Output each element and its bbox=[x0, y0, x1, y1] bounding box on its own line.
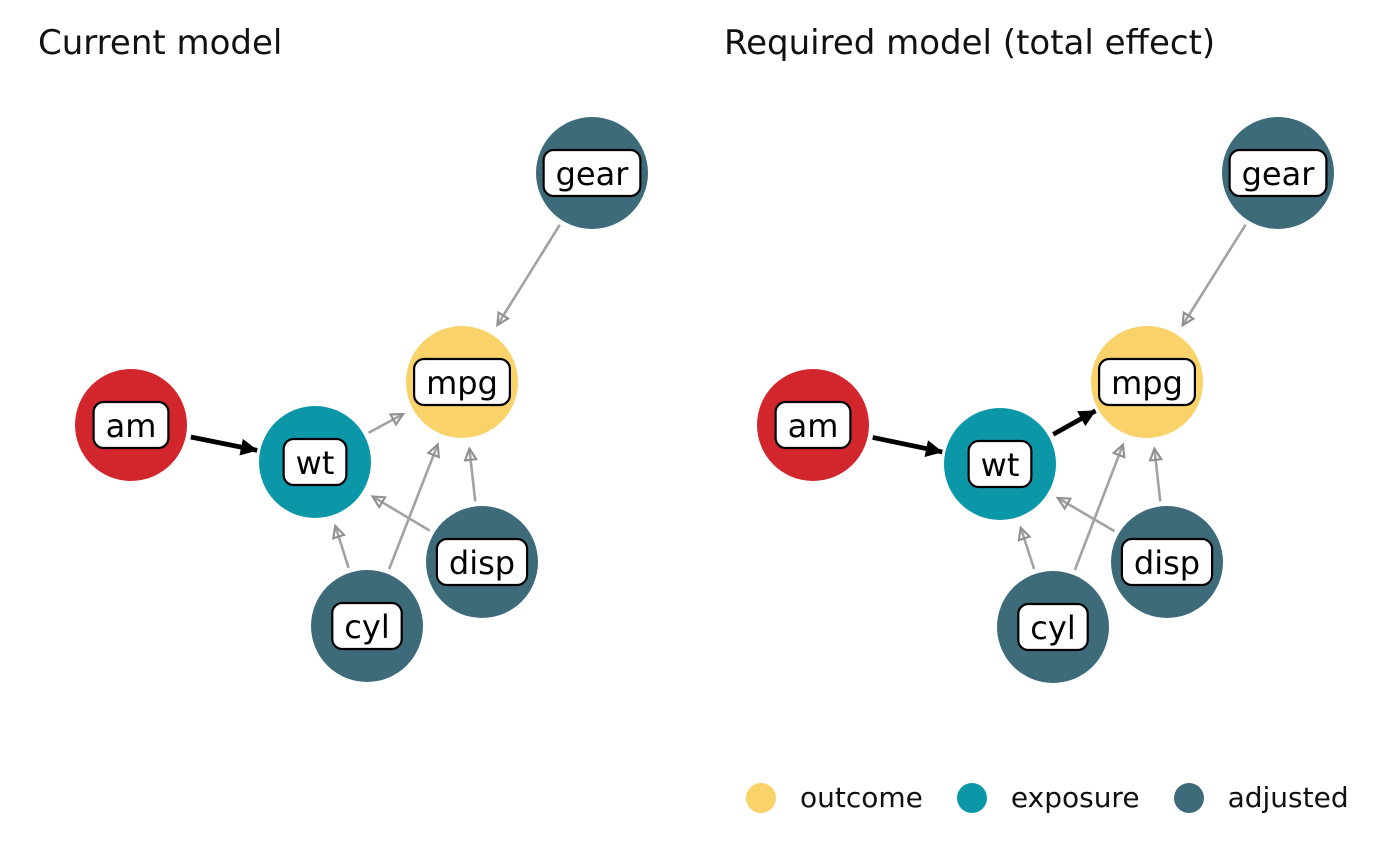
panel-required-dag: gear mpg am wt disp cyl bbox=[757, 117, 1334, 683]
node-label-cyl: cyl bbox=[1030, 609, 1075, 647]
edge-cyl-to-wt bbox=[331, 523, 350, 569]
node-am: am bbox=[75, 369, 187, 481]
edge-cyl-to-wt bbox=[1017, 525, 1036, 570]
legend-label-exposure: exposure bbox=[1010, 781, 1140, 814]
node-label-box-wt bbox=[967, 439, 1033, 489]
edge-cyl-to-mpg bbox=[387, 442, 441, 570]
node-wt: wt bbox=[259, 406, 371, 518]
edge-disp-to-wt bbox=[370, 495, 431, 532]
edge-disp-to-wt bbox=[1055, 496, 1116, 533]
legend-dot-outcome-icon bbox=[746, 782, 776, 813]
legend-dot-adjusted-icon bbox=[1173, 782, 1204, 813]
panel-title-current-model: Current model bbox=[38, 23, 283, 63]
panel-current-dag: gear mpg am wt disp cyl bbox=[75, 117, 648, 682]
legend-item-outcome: outcome bbox=[746, 781, 923, 814]
node-label-disp: disp bbox=[1134, 544, 1200, 582]
node-cyl: cyl bbox=[997, 571, 1109, 683]
legend-label-adjusted: adjusted bbox=[1227, 781, 1349, 814]
edge-cyl-to-mpg bbox=[1073, 442, 1126, 571]
node-label-disp: disp bbox=[449, 544, 515, 582]
node-label-box-disp bbox=[1120, 537, 1214, 587]
node-cyl: cyl bbox=[311, 570, 423, 682]
edge-gear-to-mpg bbox=[496, 224, 561, 328]
edge-disp-to-mpg bbox=[1148, 446, 1164, 502]
edge-am-to-wt bbox=[872, 435, 943, 457]
node-label-mpg: mpg bbox=[426, 364, 498, 402]
legend-label-outcome: outcome bbox=[800, 781, 923, 814]
edge-disp-to-mpg bbox=[463, 446, 479, 502]
node-label-gear: gear bbox=[556, 155, 630, 193]
node-mpg: mpg bbox=[1091, 326, 1203, 438]
node-wt: wt bbox=[944, 408, 1056, 520]
edge-am-to-wt bbox=[190, 434, 258, 456]
node-label-box-mpg bbox=[413, 357, 511, 407]
legend-dot-exposure-icon bbox=[956, 782, 987, 813]
node-label-box-am bbox=[774, 400, 852, 450]
node-label-box-cyl bbox=[331, 601, 403, 651]
node-mpg: mpg bbox=[406, 326, 518, 438]
edge-wt-to-mpg bbox=[367, 412, 406, 434]
node-label-box-gear bbox=[542, 148, 642, 198]
node-label-mpg: mpg bbox=[1111, 364, 1183, 402]
node-label-wt: wt bbox=[296, 444, 335, 482]
node-label-box-am bbox=[92, 400, 170, 450]
node-label-box-gear bbox=[1228, 148, 1328, 198]
node-gear: gear bbox=[536, 117, 648, 229]
node-label-box-cyl bbox=[1017, 602, 1089, 652]
node-label-gear: gear bbox=[1242, 155, 1316, 193]
legend-item-adjusted: adjusted bbox=[1173, 781, 1349, 814]
node-label-box-mpg bbox=[1098, 357, 1196, 407]
node-label-am: am bbox=[106, 407, 157, 445]
node-label-cyl: cyl bbox=[344, 608, 389, 646]
edge-gear-to-mpg bbox=[1181, 223, 1247, 328]
node-label-wt: wt bbox=[981, 446, 1020, 484]
node-gear: gear bbox=[1222, 117, 1334, 229]
panel-title-required-model: Required model (total effect) bbox=[724, 23, 1216, 63]
legend-item-exposure: exposure bbox=[956, 781, 1140, 814]
node-label-am: am bbox=[788, 407, 839, 445]
node-label-box-wt bbox=[282, 437, 348, 487]
node-am: am bbox=[757, 369, 869, 481]
node-disp: disp bbox=[1111, 506, 1223, 618]
legend: outcome exposure adjusted bbox=[746, 781, 1349, 814]
edge-wt-to-mpg bbox=[1052, 408, 1097, 437]
node-disp: disp bbox=[426, 506, 538, 618]
node-label-box-disp bbox=[435, 537, 529, 587]
